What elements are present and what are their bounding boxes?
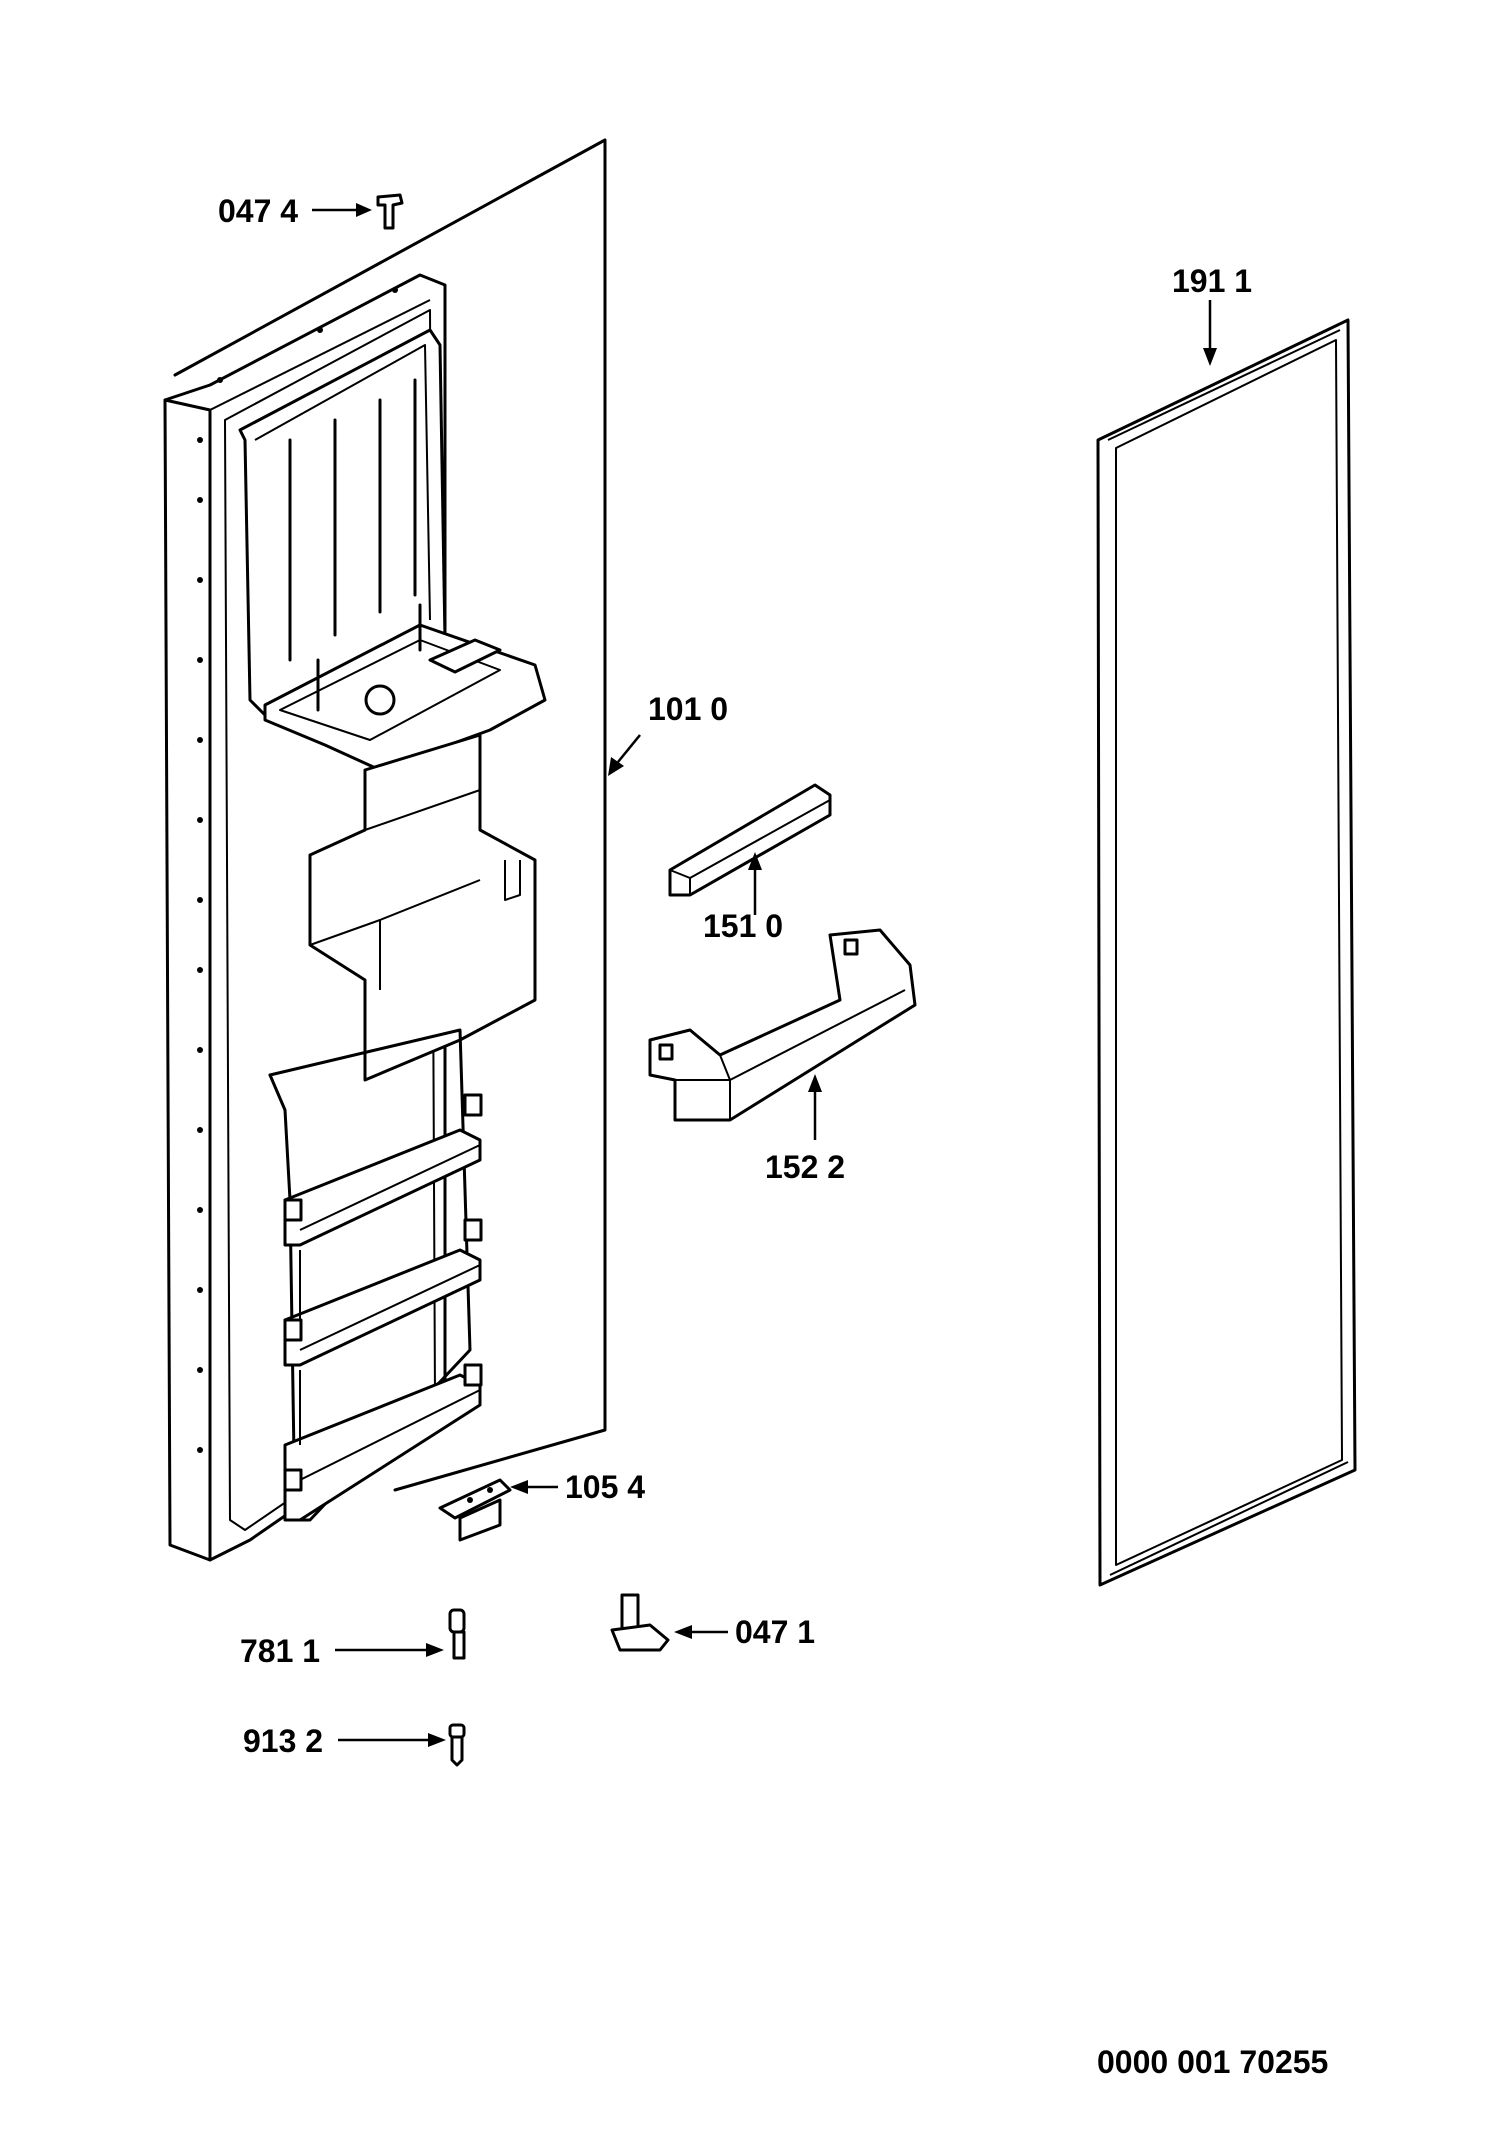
- label-0471: 047 1: [735, 1614, 815, 1650]
- label-9132: 913 2: [243, 1723, 323, 1759]
- label-1054: 105 4: [565, 1469, 645, 1505]
- bushing-part-7811: [448, 1608, 466, 1660]
- screw-part-9132: [448, 1723, 466, 1767]
- label-0474: 047 4: [218, 193, 298, 229]
- label-1522: 152 2: [765, 1149, 845, 1185]
- label-1010: 101 0: [648, 691, 728, 727]
- label-1510: 151 0: [703, 908, 783, 944]
- drawing-code: 0000 001 70255: [1097, 2044, 1328, 2080]
- label-7811: 781 1: [240, 1633, 320, 1669]
- door-bin: [648, 928, 917, 1122]
- hinge-bracket: [438, 1478, 512, 1542]
- lower-hinge-part-0471: [610, 1593, 670, 1652]
- frame-screw-dots: [197, 287, 398, 1453]
- door-gasket: [1096, 318, 1357, 1587]
- label-1911: 191 1: [1172, 263, 1252, 299]
- shelf-rail: [668, 783, 832, 897]
- part-labels: 047 4 191 1 101 0 151 0 152 2 105 4 781 …: [218, 193, 1252, 1759]
- pin-part-0474: [376, 193, 404, 230]
- door-assembly: [163, 138, 607, 1562]
- leader-lines: [312, 203, 1217, 1747]
